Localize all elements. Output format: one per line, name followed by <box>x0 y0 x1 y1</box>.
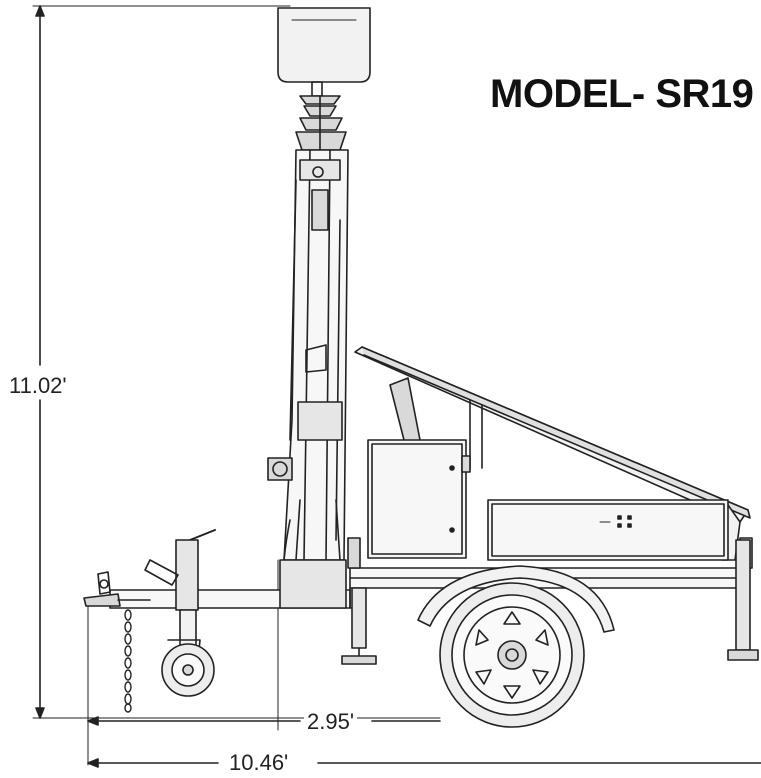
hitch-to-axle-dimension-label: 2.95' <box>304 709 358 735</box>
trailer-wheel <box>439 582 585 728</box>
mast-collar <box>295 95 347 151</box>
model-title: MODEL- SR19 <box>490 72 754 116</box>
wheel-fender <box>417 565 615 633</box>
safety-chain <box>124 609 132 713</box>
trailer-hitch <box>83 571 151 607</box>
height-dimension-line <box>32 5 441 719</box>
height-dimension-label: 11.02' <box>6 373 70 399</box>
overall-length-dimension-line <box>87 758 761 768</box>
telescopic-mast <box>267 149 349 561</box>
tongue-jack <box>144 529 216 697</box>
battery-box <box>487 499 729 561</box>
equipment-cabinet <box>367 439 471 559</box>
overall-length-dimension-label: 10.46' <box>226 750 292 776</box>
stabilizer-jack-rear <box>727 539 759 661</box>
light-head <box>277 7 371 97</box>
hitch-to-axle-dimension-line <box>87 559 441 766</box>
stabilizer-jack-front <box>341 587 377 665</box>
solar-panel <box>354 346 751 561</box>
